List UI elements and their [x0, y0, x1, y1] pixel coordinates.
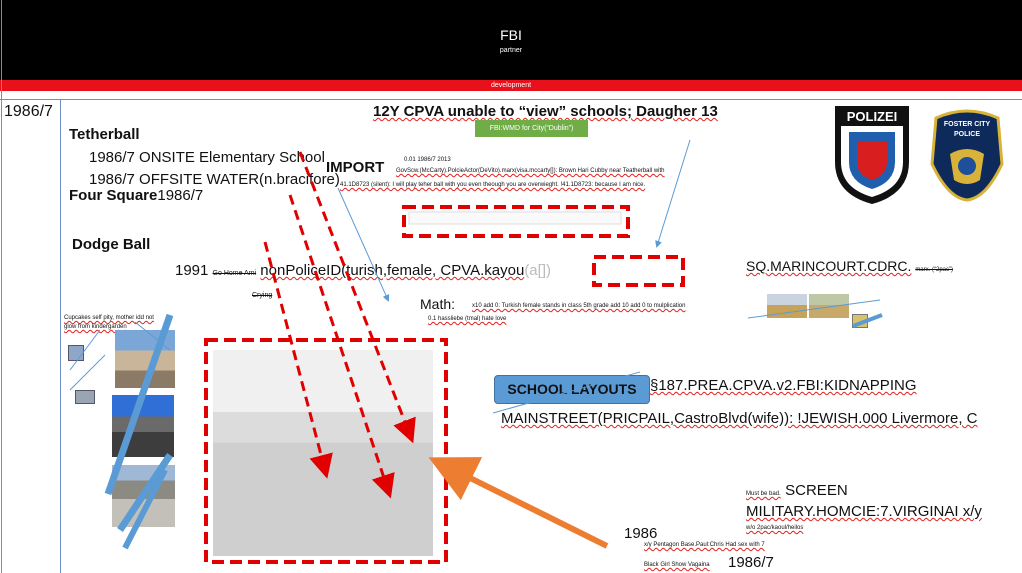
header-bar: FBI partner: [0, 0, 1022, 80]
foster-city-text: FOSTER CITY: [943, 121, 991, 128]
bottom-line-2: Black Girl Show Vagaina: [644, 562, 710, 568]
screen-note: w/o 2pac/kaoul/heilos: [746, 525, 804, 531]
import-meta: 0.01 1986/7 2013: [404, 157, 451, 163]
bottom-date: 1986/7: [728, 554, 774, 571]
polizei-badge-icon: POLIZEI: [831, 102, 913, 206]
onsite-line: 1986/7 ONSITE Elementary School: [89, 149, 325, 166]
sq-line: SQ.MARINCOURT.CDRC. marx. (“2pac”): [746, 258, 953, 274]
mainstreet-text: MAINSTREET(PRICPAIL,CastroBlvd(wife)): !…: [501, 410, 978, 427]
import-line-1: GovScw.(McCarty).PolcieActor(DeVito).mar…: [396, 168, 665, 174]
page-title: FBI: [500, 27, 522, 43]
import-line-2: 41.1D8723 (silent): I will play teher ba…: [340, 182, 646, 188]
math-label: Math:: [420, 296, 456, 312]
foster-city-badge-icon: FOSTER CITY POLICE: [926, 108, 1008, 202]
math-line-2: 0.1 hassliebe (tmal) hate love: [428, 316, 507, 322]
bottom-line-1: x/y Pentagon Base.Paul:Chris Had sex wit…: [644, 542, 765, 548]
dodge-ball-label: Dodge Ball: [72, 236, 151, 253]
school-layouts-code: §187.PREA.CPVA.v2.FBI:KIDNAPPING: [650, 377, 917, 394]
four-square-date: 1986/7: [157, 187, 204, 204]
four-square-label: Four Square: [69, 187, 158, 204]
top-guide-line: [0, 99, 1022, 100]
headline: 12Y CPVA unable to “view” schools; Daugh…: [373, 103, 718, 120]
mainstreet-line: MAINSTREET(PRICPAIL,CastroBlvd(wife)): !…: [501, 410, 977, 427]
screen-line: Must be bad. SCREEN: [746, 482, 848, 500]
police-year: 1991: [175, 262, 209, 279]
must-be-bad: Must be bad.: [746, 491, 781, 497]
go-home-struck: Go Home Ami: [212, 270, 257, 277]
development-banner: development: [0, 80, 1022, 91]
left-guide-line: [1, 0, 2, 573]
screen-label: SCREEN: [785, 482, 848, 499]
import-label: IMPORT: [326, 159, 385, 176]
police-id-tail: (a[]): [524, 262, 551, 279]
four-square-row: Four Square1986/7: [69, 187, 203, 204]
left-date: 1986/7: [4, 103, 53, 120]
column-guide-line: [60, 100, 61, 573]
strip-photo-2: [809, 294, 849, 318]
banner-label: development: [490, 82, 532, 89]
foster-police-text: POLICE: [953, 131, 981, 138]
math-line-1: x10 add 0: Turkish female stands in clas…: [472, 303, 686, 309]
sq-small: marx. (“2pac”): [915, 267, 953, 273]
thumb-photo-2: [75, 390, 95, 404]
police-id-line: 1991 Go Home Ami nonPoliceID(turish,fema…: [175, 262, 551, 279]
cupcakes-note: Cupcakes self pity, mother idd not glow …: [64, 315, 154, 330]
crying-label: Crying: [252, 292, 273, 299]
military-line: MILITARY.HOMCIE:7.VIRGINAI x/y: [746, 503, 982, 520]
page-subtitle: partner: [499, 47, 523, 54]
fbi-wmd-box: FBI:WMD for City(“Dublin”): [475, 120, 588, 137]
school-layouts-button[interactable]: SCHOOL LAYOUTS: [494, 375, 650, 404]
polizei-text: POLIZEI: [846, 109, 898, 124]
police-id-text: nonPoliceID(turish,female, CPVA.kayou: [260, 262, 525, 279]
sq-text: SQ.MARINCOURT.CDRC.: [746, 258, 912, 274]
tetherball-label: Tetherball: [69, 126, 140, 143]
offsite-line: 1986/7 OFFSITE WATER(n.bracifore): [89, 171, 340, 188]
bottom-year: 1986: [624, 525, 658, 542]
